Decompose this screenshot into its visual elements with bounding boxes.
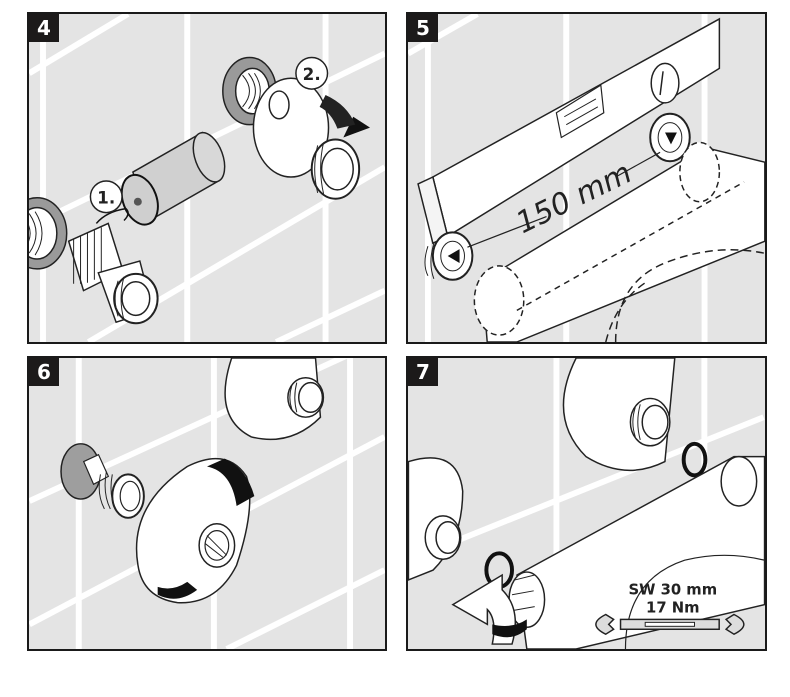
step-4-illustration: 1. 2.	[29, 14, 385, 342]
step-5-illustration: 150 mm	[408, 14, 765, 342]
rotation-arrow-icon	[207, 458, 255, 506]
right-eccentric-icon	[649, 112, 691, 163]
step-6-illustration	[29, 358, 385, 649]
upper-rosette-icon	[224, 358, 325, 441]
callout-1-label: 1.	[97, 188, 115, 208]
left-rosette-icon	[408, 457, 464, 581]
callout-1: 1.	[89, 180, 123, 214]
torque-label: 17 Nm	[646, 600, 700, 617]
step-number-badge: 4	[29, 14, 59, 42]
step-6-panel: 6	[27, 356, 387, 651]
protective-plug-icon	[120, 131, 226, 226]
spirit-level-icon	[417, 17, 721, 245]
wall-outlet-icon	[60, 443, 145, 519]
left-eccentric-connector-icon	[67, 207, 159, 325]
callout-2-label: 2.	[303, 64, 321, 84]
right-eccentric-connector-icon	[252, 77, 371, 200]
mixer-body-icon	[508, 455, 765, 649]
step-number-badge: 7	[408, 358, 438, 386]
step-4-panel: 1. 2. 4	[27, 12, 387, 344]
left-wall-outlet-icon	[29, 197, 68, 270]
step-number-badge: 5	[408, 14, 438, 42]
wrench-icon	[595, 613, 745, 636]
cover-rosette-icon	[135, 457, 255, 604]
step-5-panel: 150 mm 5	[406, 12, 767, 344]
rotation-arrow-icon	[343, 116, 371, 138]
upper-rosette-icon	[562, 358, 676, 471]
left-eccentric-icon	[424, 231, 474, 281]
step-7-illustration: SW 30 mm 17 Nm	[408, 358, 765, 649]
wrench-size-label: SW 30 mm	[629, 582, 718, 599]
step-number-badge: 6	[29, 358, 59, 386]
mixer-body-outline-icon	[473, 141, 765, 342]
upper-seal-icon	[681, 441, 708, 478]
callout-2: 2.	[295, 56, 329, 90]
step-7-panel: SW 30 mm 17 Nm 7	[406, 356, 767, 651]
